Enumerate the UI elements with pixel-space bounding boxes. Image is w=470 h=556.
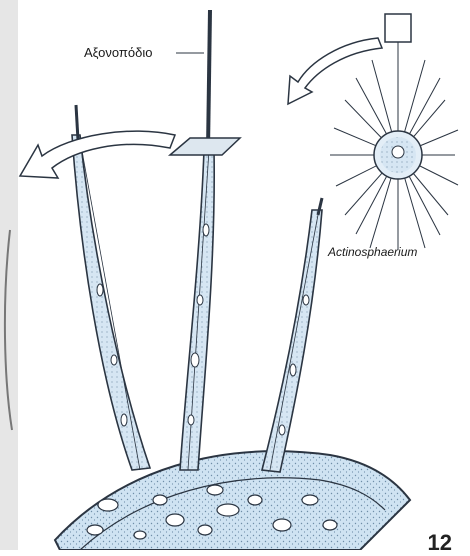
cell-body <box>55 451 410 550</box>
axopodium-right <box>262 198 322 472</box>
species-label: Actinosphaerium <box>328 245 417 259</box>
page-number: 12 <box>428 530 452 556</box>
curved-arrow-left-icon <box>20 131 175 178</box>
axopodium-left <box>72 105 150 470</box>
axopodium-label: Αξονοπόδιο <box>84 45 152 60</box>
left-edge-shadow <box>0 0 18 550</box>
curved-arrow-top-icon <box>288 38 382 104</box>
axopodium-center <box>180 10 214 470</box>
cross-section-plate <box>170 138 240 155</box>
